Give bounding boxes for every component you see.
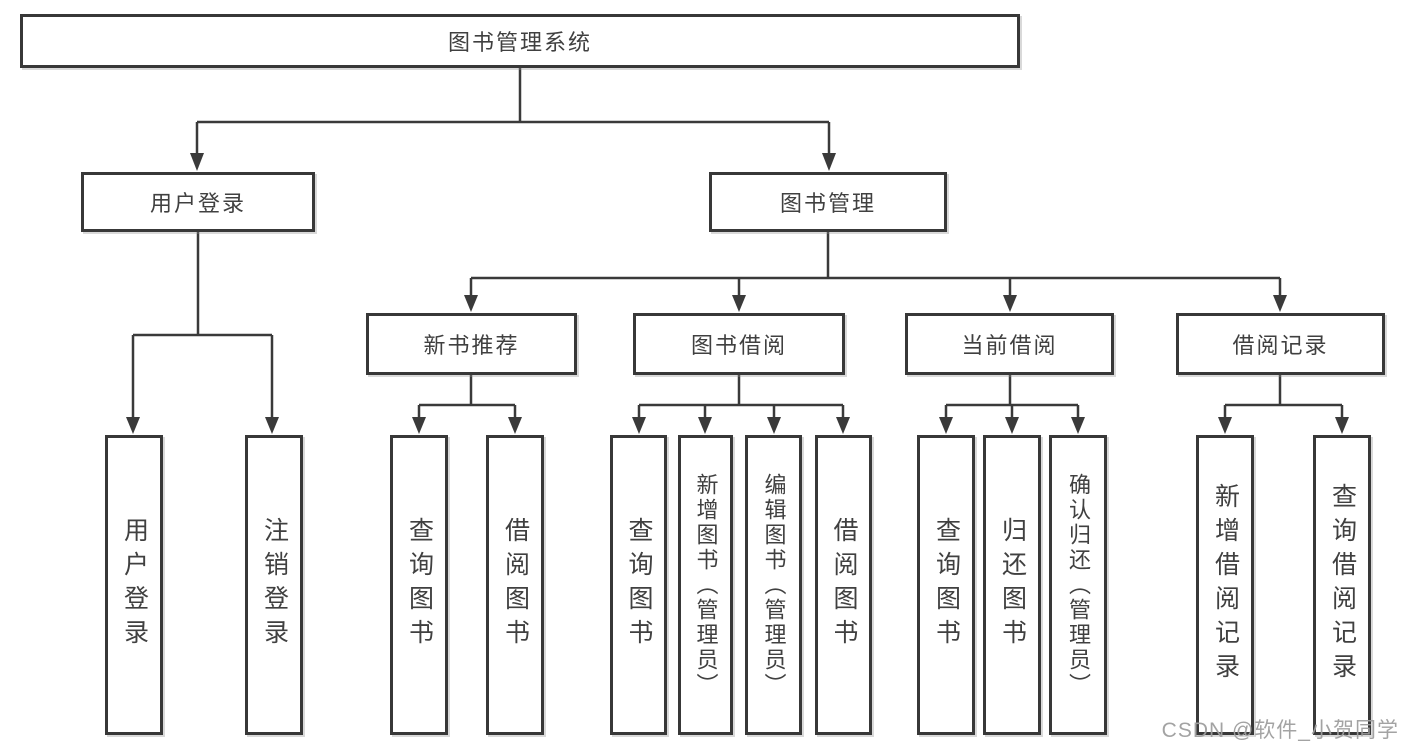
leaf-label: 归还图书 [998, 517, 1027, 653]
leaf-return-books: 归还图书 [983, 435, 1041, 735]
leaf-label: 确认归还（管理员） [1066, 472, 1091, 698]
leaf-query-books-current: 查询图书 [917, 435, 975, 735]
leaf-add-books-admin: 新增图书（管理员） [678, 435, 733, 735]
leaf-label: 借阅图书 [501, 517, 530, 653]
leaf-query-books-borrowing: 查询图书 [610, 435, 667, 735]
csdn-watermark: CSDN @软件_小贺同学 [1161, 719, 1399, 742]
leaf-borrow-books-recommend: 借阅图书 [486, 435, 544, 735]
node-label: 图书借阅 [690, 333, 787, 358]
leaf-label: 用户登录 [120, 517, 149, 653]
node-label: 借阅记录 [1232, 333, 1329, 358]
node-book-borrowing: 图书借阅 [633, 313, 845, 375]
connector-lines [131, 68, 1344, 419]
leaf-edit-books-admin: 编辑图书（管理员） [745, 435, 802, 735]
node-book-management: 图书管理 [709, 172, 947, 232]
node-label: 当前借阅 [961, 333, 1058, 358]
node-library-management-system: 图书管理系统 [20, 14, 1020, 68]
leaf-label: 查询图书 [405, 517, 434, 653]
node-label: 图书管理 [779, 191, 876, 216]
node-label: 新书推荐 [423, 333, 520, 358]
leaf-query-borrow-record: 查询借阅记录 [1313, 435, 1371, 735]
node-borrow-records: 借阅记录 [1176, 313, 1385, 375]
leaf-query-books-recommend: 查询图书 [390, 435, 448, 735]
leaf-label: 新增图书（管理员） [693, 472, 719, 698]
leaf-add-borrow-record: 新增借阅记录 [1196, 435, 1254, 735]
leaf-borrow-books-borrowing: 借阅图书 [815, 435, 872, 735]
leaf-label: 新增借阅记录 [1211, 483, 1240, 687]
node-label: 图书管理系统 [447, 30, 592, 55]
node-new-book-recommend: 新书推荐 [366, 313, 577, 375]
leaf-label: 注销登录 [260, 517, 289, 653]
leaf-label: 查询借阅记录 [1328, 483, 1357, 687]
leaf-user-login: 用户登录 [105, 435, 163, 735]
leaf-logout: 注销登录 [245, 435, 303, 735]
leaf-label: 编辑图书（管理员） [761, 472, 787, 698]
node-user-login: 用户登录 [81, 172, 315, 232]
leaf-label: 查询图书 [625, 517, 653, 653]
leaf-label: 借阅图书 [830, 517, 858, 653]
leaf-label: 查询图书 [932, 517, 961, 653]
arrowheads [126, 153, 1349, 434]
leaf-confirm-return-admin: 确认归还（管理员） [1049, 435, 1107, 735]
node-current-borrowing: 当前借阅 [905, 313, 1114, 375]
node-label: 用户登录 [149, 191, 246, 216]
